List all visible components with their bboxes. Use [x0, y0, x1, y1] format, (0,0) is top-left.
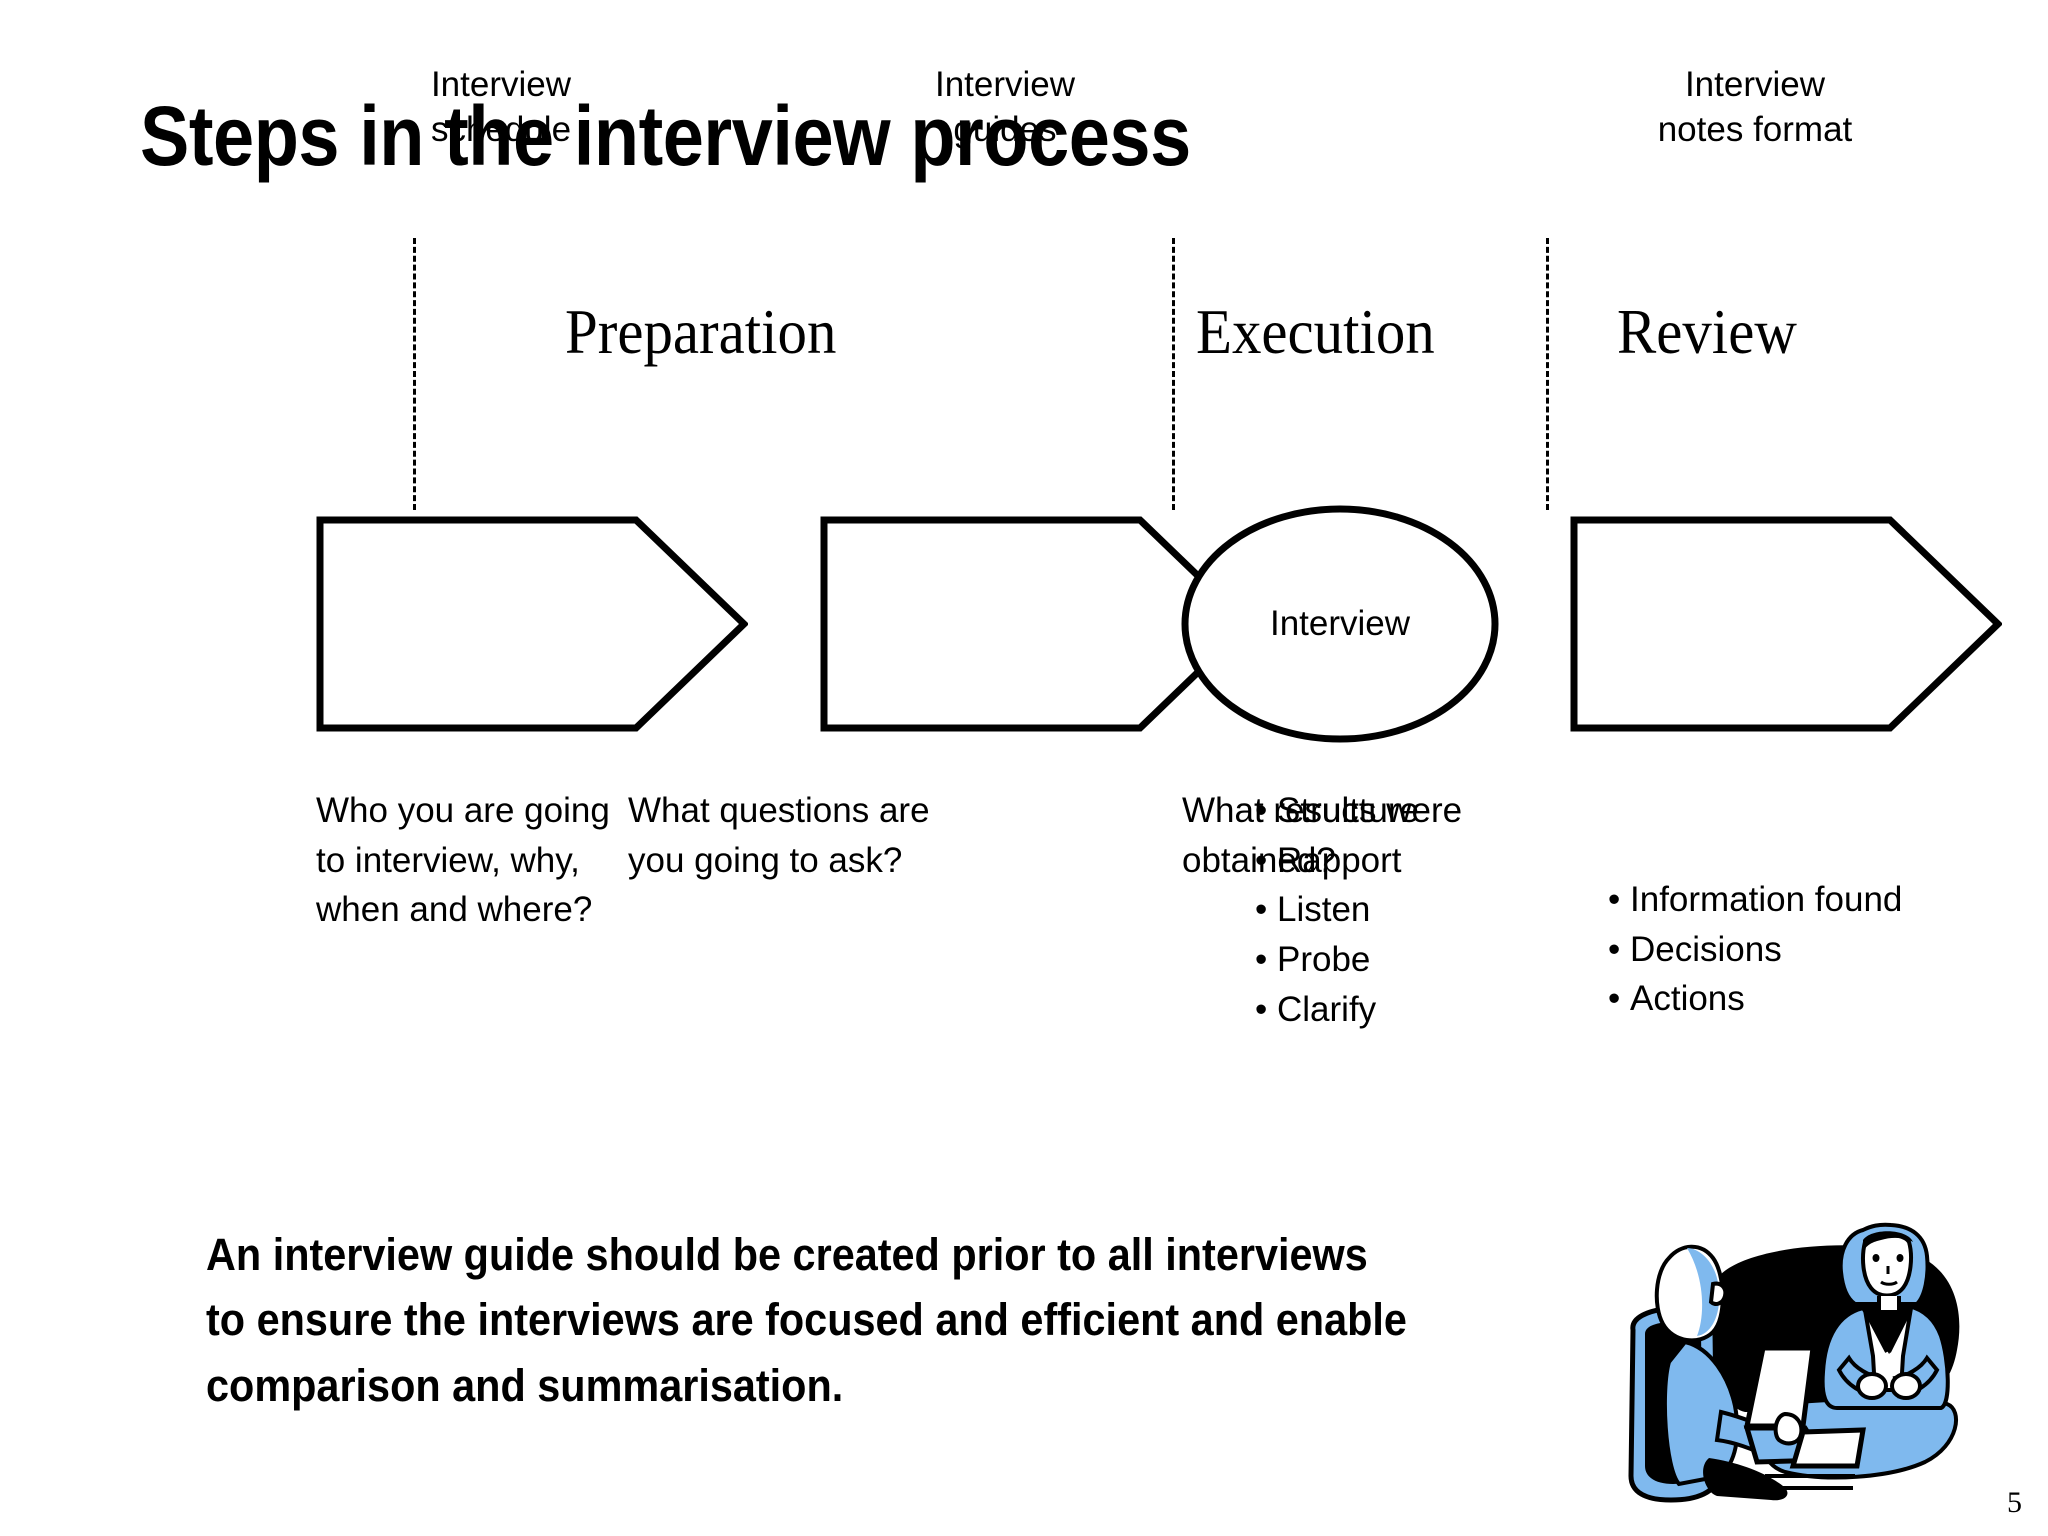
list-item: Rapport: [1255, 836, 1419, 886]
phase-divider-left: [413, 238, 416, 510]
phase-heading-review: Review: [1617, 296, 1797, 367]
process-shape-label-interview-notes-format: Interview notes format: [1657, 65, 1853, 149]
process-shape-interview-guides[interactable]: [820, 516, 1252, 732]
list-item: Listen: [1255, 885, 1419, 935]
phase-divider-middle: [1172, 238, 1175, 510]
execution-bullet-list: Structure Rapport Listen Probe Clarify: [1255, 786, 1419, 1034]
process-shape-interview[interactable]: [1180, 504, 1500, 744]
list-item: Structure: [1255, 786, 1419, 836]
process-shape-interview-notes-format[interactable]: [1570, 516, 2002, 732]
list-item: Decisions: [1608, 925, 1902, 975]
caption-interview-guides: What questions are you going to ask?: [628, 791, 930, 880]
phase-divider-right: [1546, 238, 1549, 510]
review-bullet-list: Information found Decisions Actions: [1608, 875, 1902, 1024]
list-item: Information found: [1608, 875, 1902, 925]
interview-illustration-icon: [1625, 1200, 2025, 1512]
page-number: 5: [2007, 1486, 2022, 1519]
page-title: Steps in the interview process: [140, 89, 1191, 183]
list-item: Probe: [1255, 935, 1419, 985]
list-item: Clarify: [1255, 985, 1419, 1035]
list-item: Actions: [1608, 974, 1902, 1024]
caption-interview-schedule: Who you are going to interview, why, whe…: [316, 791, 610, 930]
process-shape-interview-schedule[interactable]: [316, 516, 748, 732]
bottom-statement: An interview guide should be created pri…: [206, 1229, 1407, 1411]
phase-heading-preparation: Preparation: [565, 296, 837, 367]
phase-heading-execution: Execution: [1196, 296, 1435, 367]
